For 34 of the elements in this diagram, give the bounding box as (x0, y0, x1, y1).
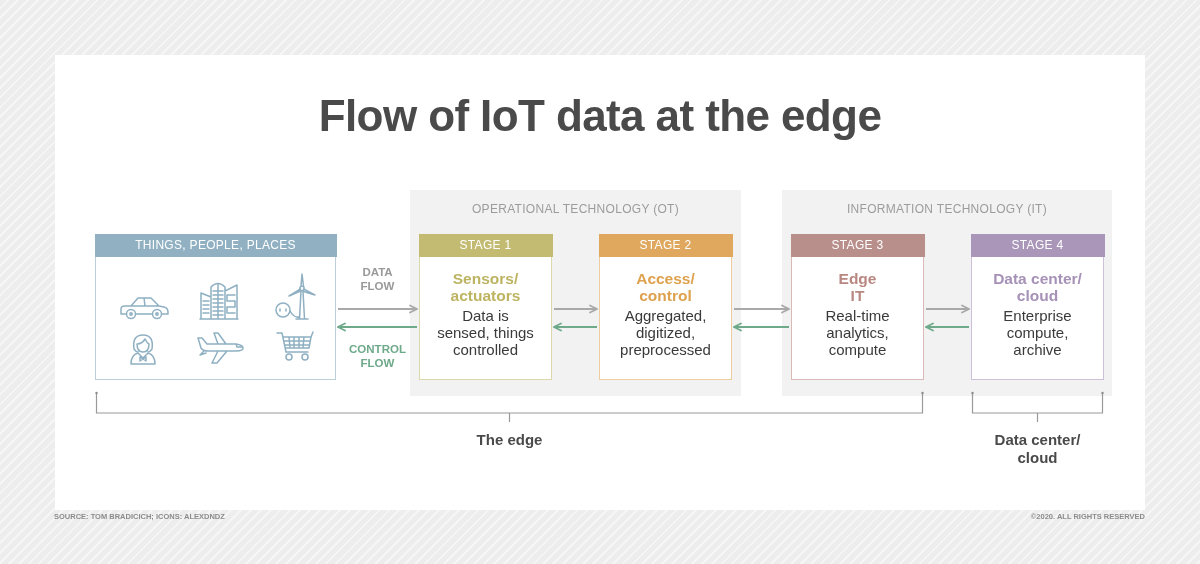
bracket-label: The edge (476, 431, 543, 449)
stage-header: STAGE 3 (790, 233, 925, 257)
stage-description: Enterprise compute, archive (1002, 306, 1073, 358)
stage-description: Real-time analytics, compute (824, 306, 891, 358)
stage-box (971, 234, 1104, 380)
arrow (337, 304, 418, 314)
group-panel (782, 190, 1112, 396)
arrow (337, 322, 418, 332)
edge-label: CONTROL FLOW (346, 342, 409, 370)
stage-box (599, 234, 732, 380)
stage-header: STAGE 1 (418, 233, 553, 257)
bracket-label: Data center/ cloud (993, 431, 1082, 467)
group-label: OPERATIONAL TECHNOLOGY (OT) (472, 202, 679, 217)
stage-box (791, 234, 924, 380)
arrow (553, 322, 598, 332)
group-label: INFORMATION TECHNOLOGY (IT) (846, 202, 1048, 217)
stage-box (419, 234, 552, 380)
arrow (733, 322, 790, 332)
stage-title: Data center/ cloud (992, 269, 1083, 305)
stage-description: Aggregated, digitized, preprocessed (619, 306, 712, 358)
stage-header: STAGE 4 (970, 233, 1105, 257)
card-header: THINGS, PEOPLE, PLACES (94, 233, 337, 257)
stage-title: Sensors/ actuators (449, 269, 522, 305)
stage-header: STAGE 2 (598, 233, 733, 257)
stage-title: Access/ control (635, 269, 696, 305)
group-panel (410, 190, 741, 396)
diagram-title: Flow of IoT data at the edge (318, 90, 882, 142)
arrow (925, 322, 970, 332)
arrow (925, 304, 970, 314)
stage-title: Edge IT (837, 269, 878, 305)
category-box (95, 234, 336, 380)
arrow (553, 304, 598, 314)
arrow (733, 304, 790, 314)
stage-description: Data is sensed, things controlled (436, 306, 535, 358)
